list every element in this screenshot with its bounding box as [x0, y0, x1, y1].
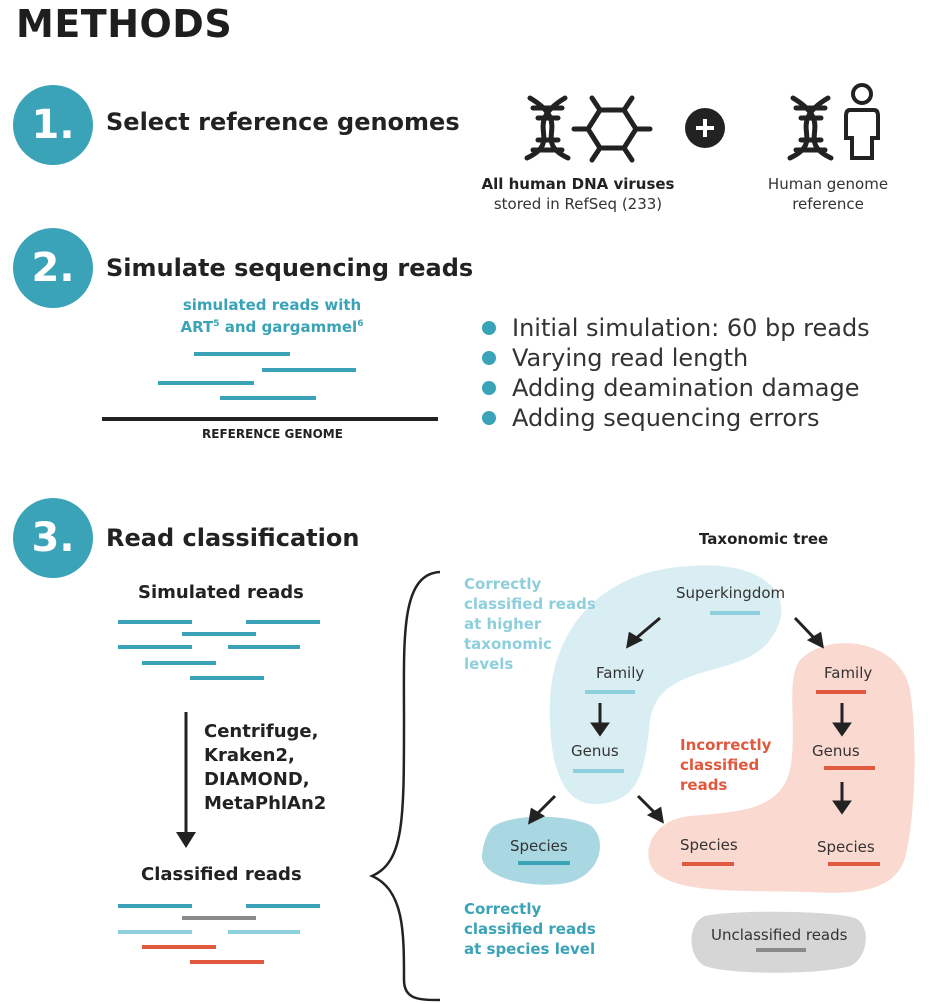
- node-superkingdom: Superkingdom: [676, 584, 786, 602]
- dna-icon: [524, 95, 571, 161]
- incorrect-label: Incorrectly classified reads: [680, 736, 772, 794]
- node-family-right: Family: [824, 664, 873, 682]
- simulated-read-lines: [158, 352, 356, 400]
- node-genus-left: Genus: [571, 742, 619, 760]
- page-title: METHODS: [16, 2, 233, 46]
- bullet-dot: [482, 351, 496, 365]
- reference-genome-label: REFERENCE GENOME: [202, 427, 343, 441]
- simulated-reads-label-line2: ART5 and gargammel6: [160, 315, 384, 337]
- simulated-reads-heading: Simulated reads: [138, 582, 304, 603]
- gargammel-label: and gargammel: [219, 318, 358, 336]
- person-icon: [844, 83, 880, 160]
- tree-arrows: [528, 616, 852, 825]
- dna-icon-human: [787, 95, 834, 161]
- bullet-dot: [482, 321, 496, 335]
- taxonomic-tree-title: Taxonomic tree: [699, 530, 829, 548]
- step-2-title: Simulate sequencing reads: [106, 254, 474, 282]
- art-label: ART: [180, 318, 214, 336]
- bullet-dot: [482, 411, 496, 425]
- virus-icon: [571, 95, 653, 163]
- bullet-item: Varying read length: [482, 343, 870, 373]
- bullet-item: Adding deamination damage: [482, 373, 870, 403]
- plus-icon: [685, 108, 725, 148]
- classifier-tools: Centrifuge, Kraken2, DIAMOND, MetaPhlAn2: [204, 721, 327, 814]
- viruses-caption-rest: stored in RefSeq (233): [493, 195, 663, 213]
- step-1-title: Select reference genomes: [106, 108, 460, 136]
- human-caption-line2: reference: [792, 195, 864, 213]
- down-arrow-icon: [176, 712, 196, 848]
- node-species-left: Species: [510, 837, 568, 855]
- higher-level-region: [549, 565, 782, 805]
- step-3-badge: 3.: [13, 498, 93, 578]
- correct-higher-label: Correctly classified reads at higher tax…: [464, 575, 596, 673]
- bullet-dot: [482, 381, 496, 395]
- classified-reads-heading: Classified reads: [141, 864, 302, 885]
- classified-reads-bars: [118, 904, 320, 964]
- incorrect-region: [648, 643, 915, 893]
- bullet-item: Initial simulation: 60 bp reads: [482, 313, 870, 343]
- human-caption: Human genome reference: [740, 174, 916, 214]
- viruses-caption-bold: All human DNA viruses: [481, 175, 675, 193]
- node-genus-right: Genus: [812, 742, 860, 760]
- node-species-right: Species: [817, 838, 875, 856]
- curly-brace: [368, 570, 441, 1002]
- species-correct-region: [481, 816, 600, 885]
- simulation-bullets: Initial simulation: 60 bp reads Varying …: [482, 313, 870, 433]
- step-2-badge: 2.: [13, 228, 93, 308]
- node-family-left: Family: [596, 664, 645, 682]
- step-1-badge: 1.: [13, 85, 93, 165]
- viruses-caption: All human DNA viruses stored in RefSeq (…: [460, 174, 696, 214]
- simulated-reads-bars: [118, 620, 320, 680]
- human-caption-line1: Human genome: [767, 175, 889, 193]
- node-unclassified: Unclassified reads: [711, 926, 848, 944]
- node-species-mid: Species: [680, 836, 738, 854]
- simulated-reads-label-line1: simulated reads with: [182, 296, 362, 314]
- gargammel-ref: 6: [357, 319, 364, 329]
- bullet-item: Adding sequencing errors: [482, 403, 870, 433]
- simulated-reads-label: simulated reads with ART5 and gargammel6: [160, 296, 384, 337]
- art-ref: 5: [213, 319, 220, 329]
- correct-species-label: Correctly classified reads at species le…: [464, 900, 596, 958]
- unclassified-region: [691, 911, 866, 973]
- step-3-title: Read classification: [106, 524, 360, 552]
